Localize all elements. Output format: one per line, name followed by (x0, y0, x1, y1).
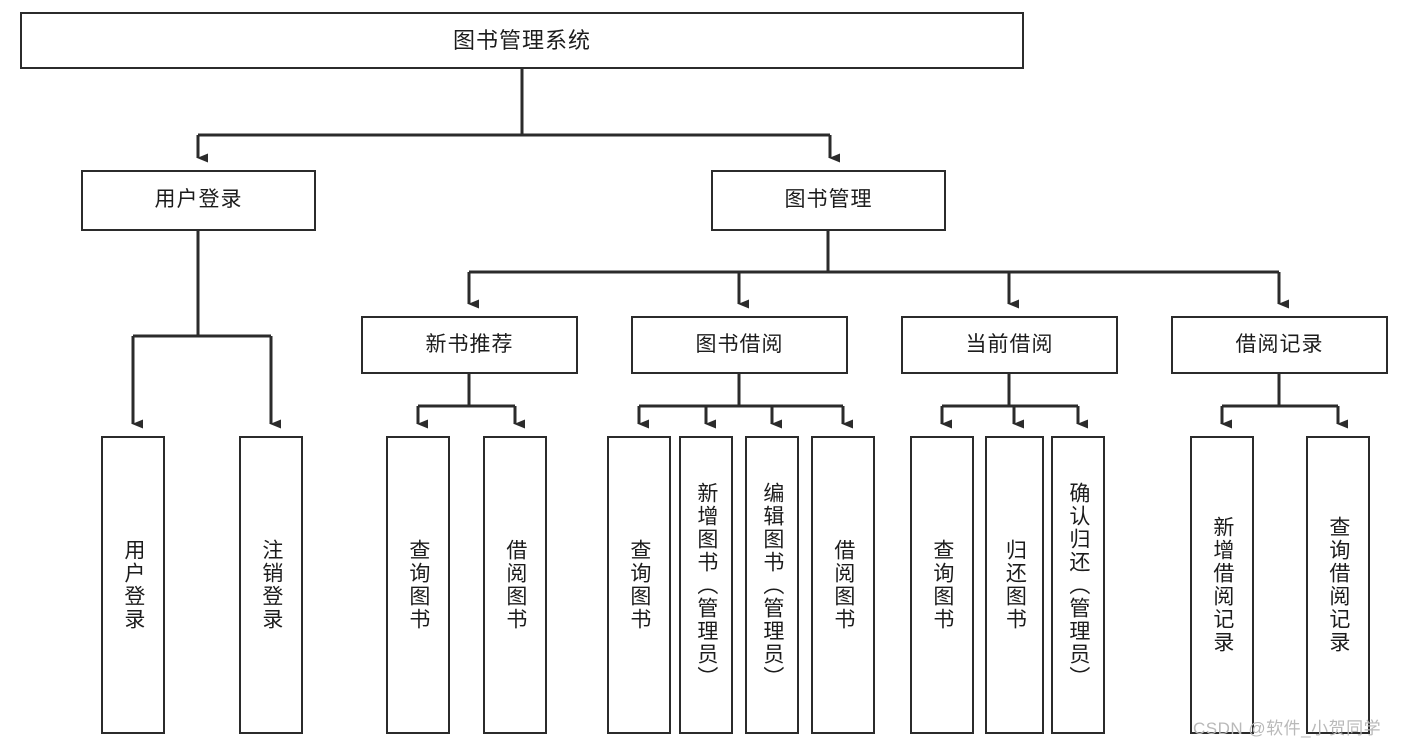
node-label: 用户登录 (154, 188, 243, 212)
node-label: 查询图书 (627, 539, 651, 631)
node-label: 借阅记录 (1235, 332, 1324, 356)
node-leaf-query-book-2[interactable]: 查询图书 (607, 436, 671, 734)
node-leaf-query-book-1[interactable]: 查询图书 (386, 436, 450, 734)
node-leaf-borrow-book-1[interactable]: 借阅图书 (483, 436, 547, 734)
node-label: 新增图书（管理员） (694, 481, 718, 689)
node-label: 确认归还（管理员） (1066, 481, 1090, 689)
node-label: 用户登录 (121, 539, 145, 631)
node-label: 图书借阅 (695, 332, 784, 356)
node-label: 图书管理 (784, 188, 873, 212)
node-label: 借阅图书 (831, 539, 855, 631)
node-leaf-add-book[interactable]: 新增图书（管理员） (679, 436, 733, 734)
node-leaf-borrow-book-2[interactable]: 借阅图书 (811, 436, 875, 734)
node-label: 图书管理系统 (452, 27, 591, 53)
node-borrow-record[interactable]: 借阅记录 (1171, 316, 1388, 374)
node-label: 注销登录 (259, 539, 283, 631)
node-label: 查询图书 (406, 539, 430, 631)
node-leaf-user-login[interactable]: 用户登录 (101, 436, 165, 734)
node-leaf-edit-book[interactable]: 编辑图书（管理员） (745, 436, 799, 734)
node-leaf-return-book[interactable]: 归还图书 (985, 436, 1044, 734)
node-label: 新书推荐 (425, 332, 514, 356)
node-leaf-query-book-3[interactable]: 查询图书 (910, 436, 974, 734)
node-book-manage[interactable]: 图书管理 (711, 170, 946, 231)
node-label: 归还图书 (1003, 539, 1027, 631)
node-label: 查询图书 (930, 539, 954, 631)
node-new-book-recommend[interactable]: 新书推荐 (361, 316, 578, 374)
node-label: 编辑图书（管理员） (760, 481, 784, 689)
node-label: 当前借阅 (965, 332, 1054, 356)
watermark-text: CSDN @软件_小贺同学 (1193, 719, 1382, 738)
node-leaf-logout[interactable]: 注销登录 (239, 436, 303, 734)
node-book-borrow[interactable]: 图书借阅 (631, 316, 848, 374)
node-leaf-confirm-return[interactable]: 确认归还（管理员） (1051, 436, 1105, 734)
node-root-system[interactable]: 图书管理系统 (20, 12, 1024, 69)
node-user-login[interactable]: 用户登录 (81, 170, 316, 231)
node-label: 借阅图书 (503, 539, 527, 631)
node-leaf-query-record[interactable]: 查询借阅记录 (1306, 436, 1370, 734)
node-current-borrow[interactable]: 当前借阅 (901, 316, 1118, 374)
node-label: 新增借阅记录 (1210, 516, 1234, 654)
node-leaf-add-record[interactable]: 新增借阅记录 (1190, 436, 1254, 734)
node-label: 查询借阅记录 (1326, 516, 1350, 654)
